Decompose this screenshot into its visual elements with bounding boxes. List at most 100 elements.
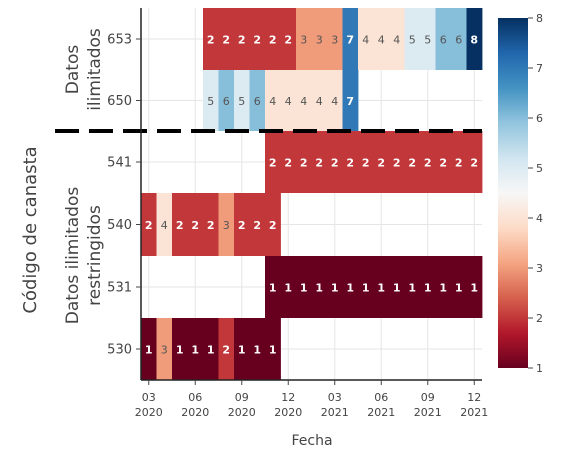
heatmap-cell [218, 8, 235, 70]
cell-value-label: 1 [238, 344, 246, 357]
x-tick-label: 06 [188, 391, 202, 404]
cell-value-label: 1 [470, 282, 478, 295]
cell-value-label: 2 [269, 219, 277, 232]
cell-value-label: 3 [161, 344, 168, 357]
cell-value-label: 1 [408, 282, 416, 295]
x-tick-year-label: 2020 [274, 406, 302, 419]
cell-value-label: 1 [315, 282, 323, 295]
heatmap-cell [265, 256, 281, 318]
heatmap-cell [389, 131, 405, 193]
heatmap-cell [234, 193, 250, 256]
cell-value-label: 6 [223, 95, 230, 108]
heatmap-cell [435, 131, 452, 193]
heatmap-cell [156, 318, 173, 380]
cell-value-label: 2 [393, 157, 401, 170]
y-tick-label: 531 [107, 281, 132, 296]
cell-value-label: 7 [346, 95, 354, 108]
cell-value-label: 2 [284, 34, 292, 47]
x-tick-year-label: 2021 [321, 406, 349, 419]
heatmap-cell [327, 131, 343, 193]
cell-value-label: 1 [269, 282, 277, 295]
cell-value-label: 2 [145, 219, 153, 232]
cell-value-label: 2 [331, 157, 339, 170]
heatmap-cell [296, 70, 312, 131]
heatmap-cell [358, 131, 374, 193]
cell-value-label: 1 [176, 344, 184, 357]
heatmap-cell [327, 70, 343, 131]
colorbar-tick-label: 8 [536, 12, 543, 25]
x-tick-label: 03 [142, 391, 156, 404]
heatmap-cell [234, 8, 250, 70]
heatmap-cell [203, 318, 219, 380]
heatmap-cell [342, 256, 359, 318]
colorbar-tick-label: 4 [536, 212, 543, 225]
cell-value-label: 1 [207, 344, 215, 357]
heatmap-cell [187, 318, 204, 380]
heatmap-cell [466, 8, 483, 70]
heatmap-cell [203, 193, 219, 256]
cell-value-label: 2 [424, 157, 432, 170]
heatmap-cell [156, 193, 173, 256]
y-tick-label: 653 [107, 33, 132, 48]
colorbar-gradient-bar [498, 18, 528, 368]
cell-value-label: 4 [378, 34, 385, 47]
heatmap-cell [141, 193, 157, 256]
x-tick-year-label: 2021 [460, 406, 488, 419]
colorbar-tick-label: 5 [536, 162, 543, 175]
cell-value-label: 3 [316, 34, 323, 47]
axes [140, 8, 482, 381]
cell-value-label: 1 [424, 282, 432, 295]
cell-value-label: 4 [362, 34, 369, 47]
cell-value-label: 2 [315, 157, 323, 170]
heatmap-cell [420, 8, 436, 70]
heatmap-cell [435, 8, 452, 70]
cell-value-label: 1 [269, 344, 277, 357]
cell-value-label: 1 [455, 282, 463, 295]
heatmap-cell [249, 193, 266, 256]
cell-value-label: 1 [393, 282, 401, 295]
x-tick-label: 09 [421, 391, 435, 404]
x-axis-title: Fecha [291, 433, 332, 449]
cell-value-label: 1 [346, 282, 354, 295]
cell-value-label: 1 [331, 282, 339, 295]
x-tick-label: 12 [467, 391, 481, 404]
cell-value-label: 4 [285, 95, 292, 108]
group-label-line: Datos [63, 45, 83, 95]
cell-value-label: 2 [238, 34, 246, 47]
heatmap-cell [420, 131, 436, 193]
heatmap-cell [373, 256, 390, 318]
cell-value-label: 2 [269, 157, 277, 170]
cell-value-label: 2 [207, 219, 215, 232]
cell-value-label: 2 [284, 157, 292, 170]
x-tick-year-label: 2021 [367, 406, 395, 419]
x-tick-label: 12 [281, 391, 295, 404]
cell-value-label: 2 [176, 219, 184, 232]
heatmap-cell [218, 193, 235, 256]
heatmap-cell [451, 8, 467, 70]
heatmap-cell [404, 8, 421, 70]
x-tick-year-label: 2020 [181, 406, 209, 419]
heatmap-cell [265, 193, 281, 256]
heatmap-cell [280, 70, 297, 131]
heatmap-cell [373, 8, 390, 70]
cell-value-label: 5 [409, 34, 416, 47]
cell-value-label: 2 [346, 157, 354, 170]
heatmap-cell [389, 8, 405, 70]
heatmap-cell [296, 256, 312, 318]
cell-value-label: 2 [207, 34, 215, 47]
heatmap-cell [234, 70, 250, 131]
cell-value-label: 1 [191, 344, 199, 357]
heatmap-cell [249, 70, 266, 131]
colorbar-tick-label: 2 [536, 312, 543, 325]
cell-value-label: 2 [408, 157, 416, 170]
heatmap-cell [311, 256, 328, 318]
heatmap-cell [280, 131, 297, 193]
heatmap-cell [265, 318, 281, 380]
cell-value-label: 2 [269, 34, 277, 47]
colorbar-tick-label: 1 [536, 362, 543, 375]
heatmap-cell [389, 256, 405, 318]
heatmap-cell [435, 256, 452, 318]
heatmap-cell [358, 8, 374, 70]
